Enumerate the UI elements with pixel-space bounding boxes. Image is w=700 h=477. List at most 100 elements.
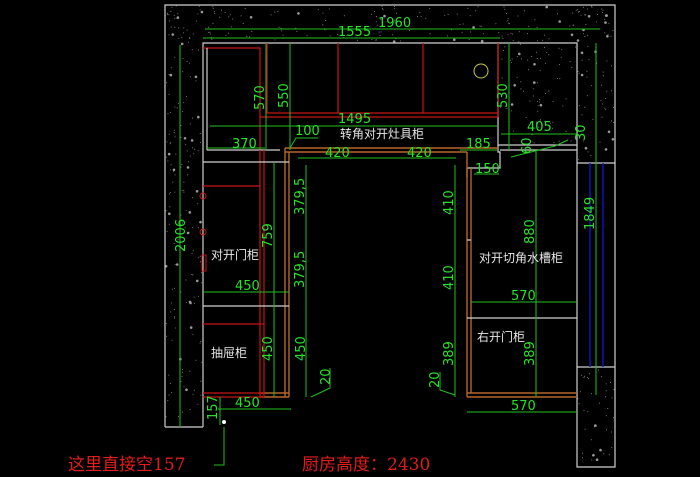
hatch-speck [468,39,470,40]
hatch-speck [167,152,171,156]
hatch-speck [592,118,594,120]
hatch-speck [371,13,373,15]
hatch-speck [469,15,471,17]
hatch-speck [456,13,458,15]
hatch-speck [192,147,194,149]
hatch-speck [447,35,449,37]
hatch-speck [535,51,537,53]
hatch-speck [610,431,612,433]
hatch-speck [173,14,175,16]
dim-880: 880 [523,219,538,244]
hatch-speck [594,424,597,427]
hatch-speck [536,58,538,59]
hatch-speck [240,15,242,17]
hatch-speck [584,146,588,150]
hatch-speck [249,36,251,38]
hatch-speck [192,117,193,119]
hatch-speck [534,19,536,21]
hatch-speck [212,7,214,9]
hatch-speck [185,388,188,392]
hatch-speck [181,371,183,373]
hatch-speck [576,39,580,42]
hatch-speck [558,140,560,142]
hatch-speck [219,16,221,18]
hatch-speck [168,34,170,36]
dim-1555: 1555 [338,25,371,40]
hatch-speck [545,5,548,9]
hatch-speck [189,409,191,410]
hatch-speck [604,21,607,24]
hatch-speck [170,10,172,12]
hatch-speck [195,190,199,193]
stove-cabinet [203,43,499,151]
hatch-speck [536,82,538,84]
hatch-speck [183,181,185,183]
walls [164,4,616,468]
hatch-speck [586,70,588,72]
hatch-speck [578,126,580,127]
dim-leader-20-left [310,368,331,398]
hatch-speck [381,7,383,9]
hatch-speck [175,5,177,7]
hatch-speck [169,112,171,113]
hatch-speck [169,20,170,22]
hatch-speck [529,121,531,123]
hatch-speck [185,302,187,303]
hatch-speck [591,6,593,8]
hatch-speck [181,376,183,378]
hatch-speck [444,14,446,16]
hatch-speck [523,10,525,12]
hatch-speck [177,102,179,104]
stove-burner-icon [473,63,489,79]
hatch-speck [597,14,599,15]
hatch-speck [174,17,176,19]
hatch-speck [180,136,182,138]
hatch-speck [512,40,514,42]
hatch-speck [197,115,200,119]
hatch-speck [605,383,607,385]
hatch-speck [604,148,608,151]
hatch-speck [533,142,535,144]
label-corner-sink-cabinet: 对开切角水槽柜 [479,251,563,265]
hatch-speck [503,50,504,51]
hatch-speck [191,252,193,254]
hatch-speck [167,113,169,115]
hatch-speck [606,35,609,38]
hatch-speck [606,60,608,62]
dim-60: 60 [520,137,535,154]
hatch-speck [251,31,253,33]
hatch-speck [575,46,576,48]
dim-379-5-a: 379,5 [293,178,308,215]
left-cabinets [199,150,289,398]
hatch-speck [605,109,607,111]
hatch-speck [501,58,503,60]
hatch-speck [178,37,180,39]
hatch-speck [195,359,197,361]
hatch-speck [610,35,612,37]
hatch-speck [337,34,339,36]
dim-530: 530 [496,83,511,108]
hinge-icon-1 [199,192,207,200]
hatch-speck [200,341,202,342]
hatch-speck [325,20,327,21]
hatch-speck [578,403,580,405]
hatch-speck [602,103,604,105]
dim-405: 405 [527,120,552,135]
dim-410-b: 410 [442,265,457,290]
hatch-speck [242,23,244,25]
dim-30: 30 [574,124,589,141]
hatch-speck [506,13,508,14]
hatch-speck [193,153,195,155]
dim-1495: 1495 [338,112,371,127]
hatch-speck [578,11,579,13]
hatch-speck [509,23,510,25]
hatch-speck [604,18,606,20]
hatch-speck [196,279,199,283]
hatch-speck [558,20,561,23]
hatch-speck [570,33,574,37]
hatch-speck [480,25,482,27]
right-cabinets [467,239,577,319]
hatch-speck [575,9,577,11]
hatch-speck [511,110,513,112]
dim-185: 185 [466,137,491,152]
